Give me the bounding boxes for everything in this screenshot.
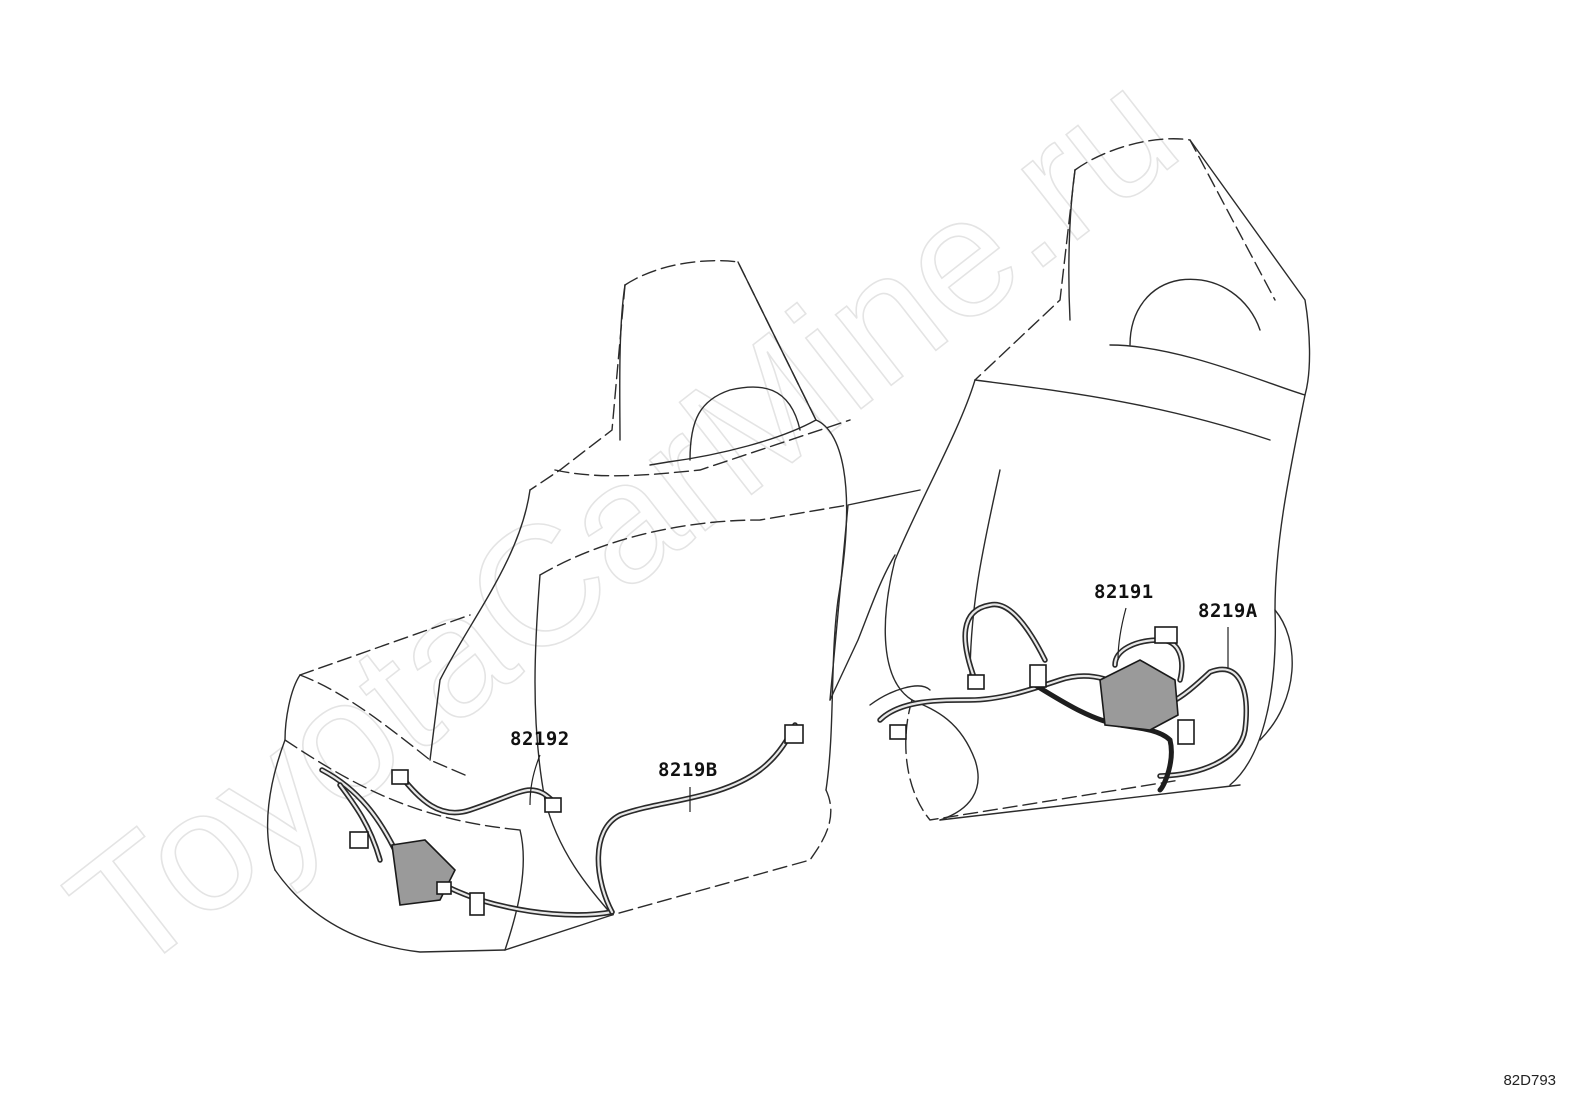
right-wire-harness: [877, 601, 1249, 793]
right-seat: [829, 138, 1311, 821]
right-connector-1: [967, 674, 985, 690]
left-connector-2: [349, 831, 369, 849]
callout-8219B: 8219B: [658, 759, 718, 812]
left-connector-5: [784, 724, 804, 744]
right-seat-module: [1099, 659, 1179, 731]
right-connector-5: [889, 724, 907, 740]
right-connector-2: [1029, 664, 1047, 688]
callout-label-82191: 82191: [1094, 581, 1154, 603]
callout-label-8219A: 8219A: [1198, 600, 1258, 622]
left-seat: [266, 259, 851, 953]
diagram-reference-code: 82D793: [1503, 1072, 1556, 1089]
left-connector-1: [391, 769, 409, 785]
watermark-text: ToyotaCarMine.ru: [36, 33, 1210, 1009]
right-connector-4: [1177, 719, 1195, 745]
callout-82191: 82191: [1094, 581, 1154, 661]
callout-8219A: 8219A: [1198, 600, 1258, 668]
callout-label-8219B: 8219B: [658, 759, 718, 781]
right-connector-3: [1154, 626, 1178, 644]
callout-label-82192: 82192: [510, 728, 570, 750]
left-connector-4: [544, 797, 562, 813]
callout-82192: 82192: [510, 728, 570, 806]
left-seat-module: [391, 839, 456, 906]
left-connector-6: [436, 881, 452, 895]
left-wire-harness: [319, 722, 804, 918]
left-connector-3: [469, 892, 485, 916]
